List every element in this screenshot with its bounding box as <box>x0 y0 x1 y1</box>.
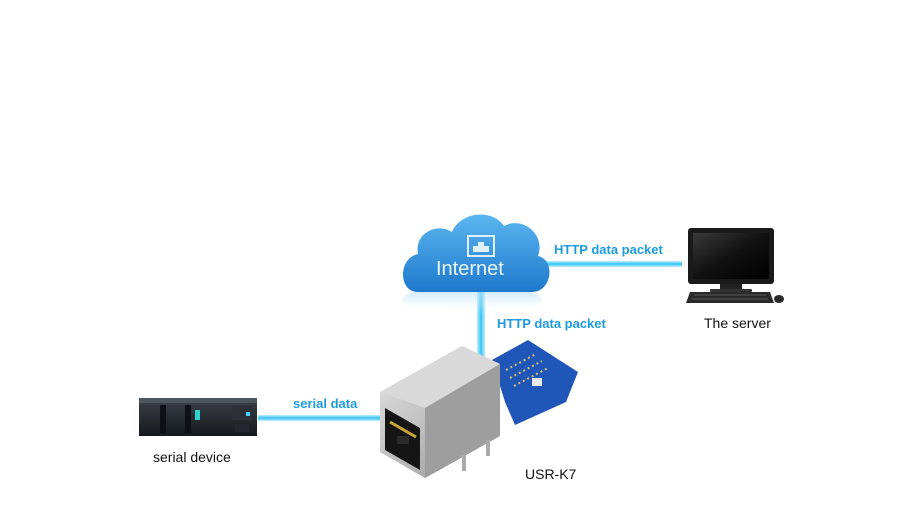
keyboard-icon <box>686 292 774 303</box>
node-label-server: The server <box>704 315 771 331</box>
link-device-module <box>258 415 380 421</box>
plc-icon <box>139 398 257 436</box>
edge-label-cloud-server: HTTP data packet <box>554 242 663 257</box>
monitor-icon <box>688 228 774 292</box>
cloud-label: Internet <box>436 258 504 280</box>
node-label-module: USR-K7 <box>525 466 577 482</box>
edge-label-cloud-module: HTTP data packet <box>497 316 606 331</box>
edge-label-device-module: serial data <box>293 396 358 411</box>
link-cloud-module <box>477 288 485 358</box>
network-port-icon <box>467 235 495 257</box>
ethernet-module-icon <box>380 340 578 478</box>
node-label-device: serial device <box>153 449 231 465</box>
cloud-icon <box>402 214 550 314</box>
link-cloud-server <box>540 261 682 267</box>
mouse-icon <box>774 295 784 303</box>
